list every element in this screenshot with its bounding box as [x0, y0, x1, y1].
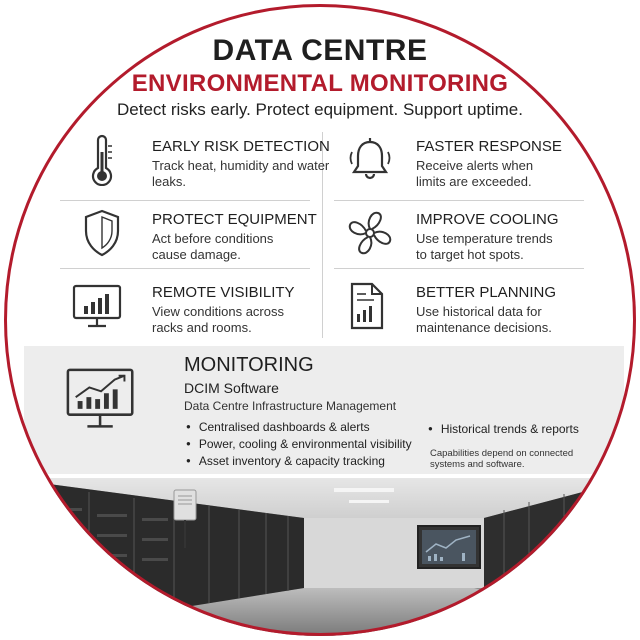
thermometer-icon — [91, 134, 113, 186]
monitoring-panel: MONITORING DCIM Software Data Centre Inf… — [24, 346, 624, 474]
divider — [334, 268, 584, 269]
shield-icon — [84, 209, 120, 257]
feature-desc: Act before conditions cause damage. — [152, 231, 274, 262]
list-item: Asset inventory & capacity tracking — [186, 454, 385, 468]
server-room-image — [4, 478, 636, 636]
feature-remote-visibility: REMOTE VISIBILITY View conditions across… — [70, 280, 300, 340]
feature-title: BETTER PLANNING — [416, 284, 557, 301]
feature-desc: Use temperature trends to target hot spo… — [416, 231, 553, 262]
list-item: Historical trends & reports — [428, 422, 579, 436]
product-full-name: Data Centre Infrastructure Management — [184, 399, 397, 413]
dashboard-monitor-icon — [66, 368, 134, 428]
fan-icon — [348, 211, 392, 255]
title-line2: ENVIRONMENTAL MONITORING — [131, 70, 509, 97]
feature-desc: Use historical data for maintenance deci… — [416, 304, 552, 335]
feature-title: EARLY RISK DETECTION — [152, 138, 330, 155]
feature-protect-equipment: PROTECT EQUIPMENT Act before conditions … — [80, 207, 317, 267]
monitoring-heading: MONITORING — [184, 354, 314, 376]
divider — [322, 132, 323, 338]
bell-icon — [349, 138, 391, 180]
feature-title: FASTER RESPONSE — [416, 138, 562, 155]
divider — [60, 200, 310, 201]
divider — [60, 268, 310, 269]
feature-better-planning: BETTER PLANNING Use historical data for … — [344, 280, 574, 340]
feature-title: IMPROVE COOLING — [416, 211, 559, 228]
feature-faster-response: FASTER RESPONSE Receive alerts when limi… — [344, 134, 574, 194]
badge-circle: DATA CENTRE ENVIRONMENTAL MONITORING Det… — [4, 4, 636, 636]
divider — [334, 200, 584, 201]
feature-improve-cooling: IMPROVE COOLING Use temperature trends t… — [344, 207, 574, 267]
tagline: Detect risks early. Protect equipment. S… — [117, 100, 523, 119]
report-icon — [350, 282, 384, 330]
list-item: Centralised dashboards & alerts — [186, 420, 370, 434]
feature-desc: View conditions across racks and rooms. — [152, 304, 284, 335]
capabilities-note: Capabilities depend on connected systems… — [430, 448, 574, 470]
title-line1: DATA CENTRE — [212, 34, 428, 67]
feature-desc: Receive alerts when limits are exceeded. — [416, 158, 534, 189]
monitor-chart-icon — [72, 284, 122, 328]
list-item: Power, cooling & environmental visibilit… — [186, 437, 412, 451]
feature-title: REMOTE VISIBILITY — [152, 284, 295, 301]
feature-desc: Track heat, humidity and water leaks. — [152, 158, 330, 189]
feature-title: PROTECT EQUIPMENT — [152, 211, 317, 228]
feature-early-risk-detection: EARLY RISK DETECTION Track heat, humidit… — [80, 134, 330, 194]
product-name: DCIM Software — [184, 380, 279, 396]
